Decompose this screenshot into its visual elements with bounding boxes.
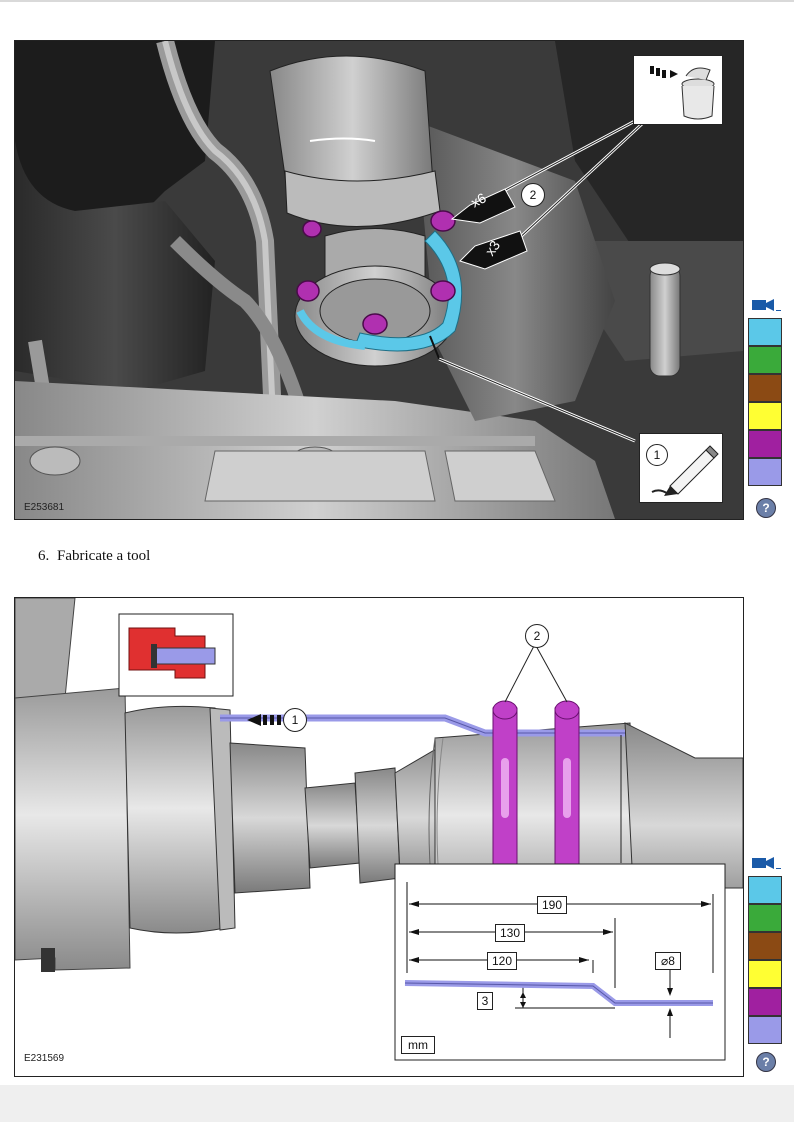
step-number: 6.	[38, 548, 50, 564]
swatch-yellow	[748, 960, 782, 988]
callout-1-number: 1	[653, 448, 661, 462]
swatch-brown	[748, 374, 782, 402]
swatch-lavender	[748, 458, 782, 486]
discard-bin-icon	[650, 66, 715, 120]
flange-illustration	[15, 41, 743, 519]
swatch-purple	[748, 430, 782, 458]
callout-2-number: 2	[533, 629, 541, 643]
qty-x6-arrow	[450, 188, 516, 224]
paint-marker-icon	[651, 445, 719, 496]
clamp-straps	[492, 700, 580, 869]
dimension-130: 130	[495, 924, 525, 942]
qty-x3-arrow	[459, 230, 528, 270]
swatch-green	[748, 346, 782, 374]
callout-1-number: 1	[291, 713, 299, 727]
figure-fabricate-tool: 1 2 190 130 120 ⌀8 3 mm E231569	[14, 597, 744, 1077]
step-text: Fabricate a tool	[57, 548, 151, 564]
page-top-border	[0, 0, 794, 2]
dimension-offset: 3	[477, 992, 493, 1010]
swatch-purple	[748, 988, 782, 1016]
video-camera-icon[interactable]	[748, 298, 782, 312]
dimension-unit: mm	[401, 1036, 435, 1054]
callout-1-circle: 1	[646, 444, 668, 466]
discard-icon-box	[633, 55, 723, 125]
video-camera-icon[interactable]	[748, 856, 782, 870]
swatch-yellow	[748, 402, 782, 430]
paint-marker-box: 1	[639, 433, 723, 503]
help-icon[interactable]: ?	[756, 498, 776, 518]
tool-illustration	[15, 598, 743, 1076]
step-6: 6. Fabricate a tool	[38, 548, 150, 565]
swatch-green	[748, 904, 782, 932]
dimension-190: 190	[537, 896, 567, 914]
callout-1-circle: 1	[283, 708, 307, 732]
swatch-cyan	[748, 318, 782, 346]
page-footer-bar	[0, 1085, 794, 1122]
figure-code: E231569	[24, 1053, 65, 1064]
swatch-cyan	[748, 876, 782, 904]
callout-2-circle: 2	[521, 183, 545, 207]
help-icon[interactable]: ?	[756, 1052, 776, 1072]
swatch-brown	[748, 932, 782, 960]
figure-driveshaft-flange: x6 x3 2 1 E253681	[14, 40, 744, 520]
dimension-120: 120	[487, 952, 517, 970]
dimension-diameter: ⌀8	[655, 952, 681, 970]
callout-2-circle: 2	[525, 624, 549, 648]
callout-2-number: 2	[529, 188, 537, 202]
swatch-lavender	[748, 1016, 782, 1044]
figure-code: E253681	[24, 502, 65, 513]
